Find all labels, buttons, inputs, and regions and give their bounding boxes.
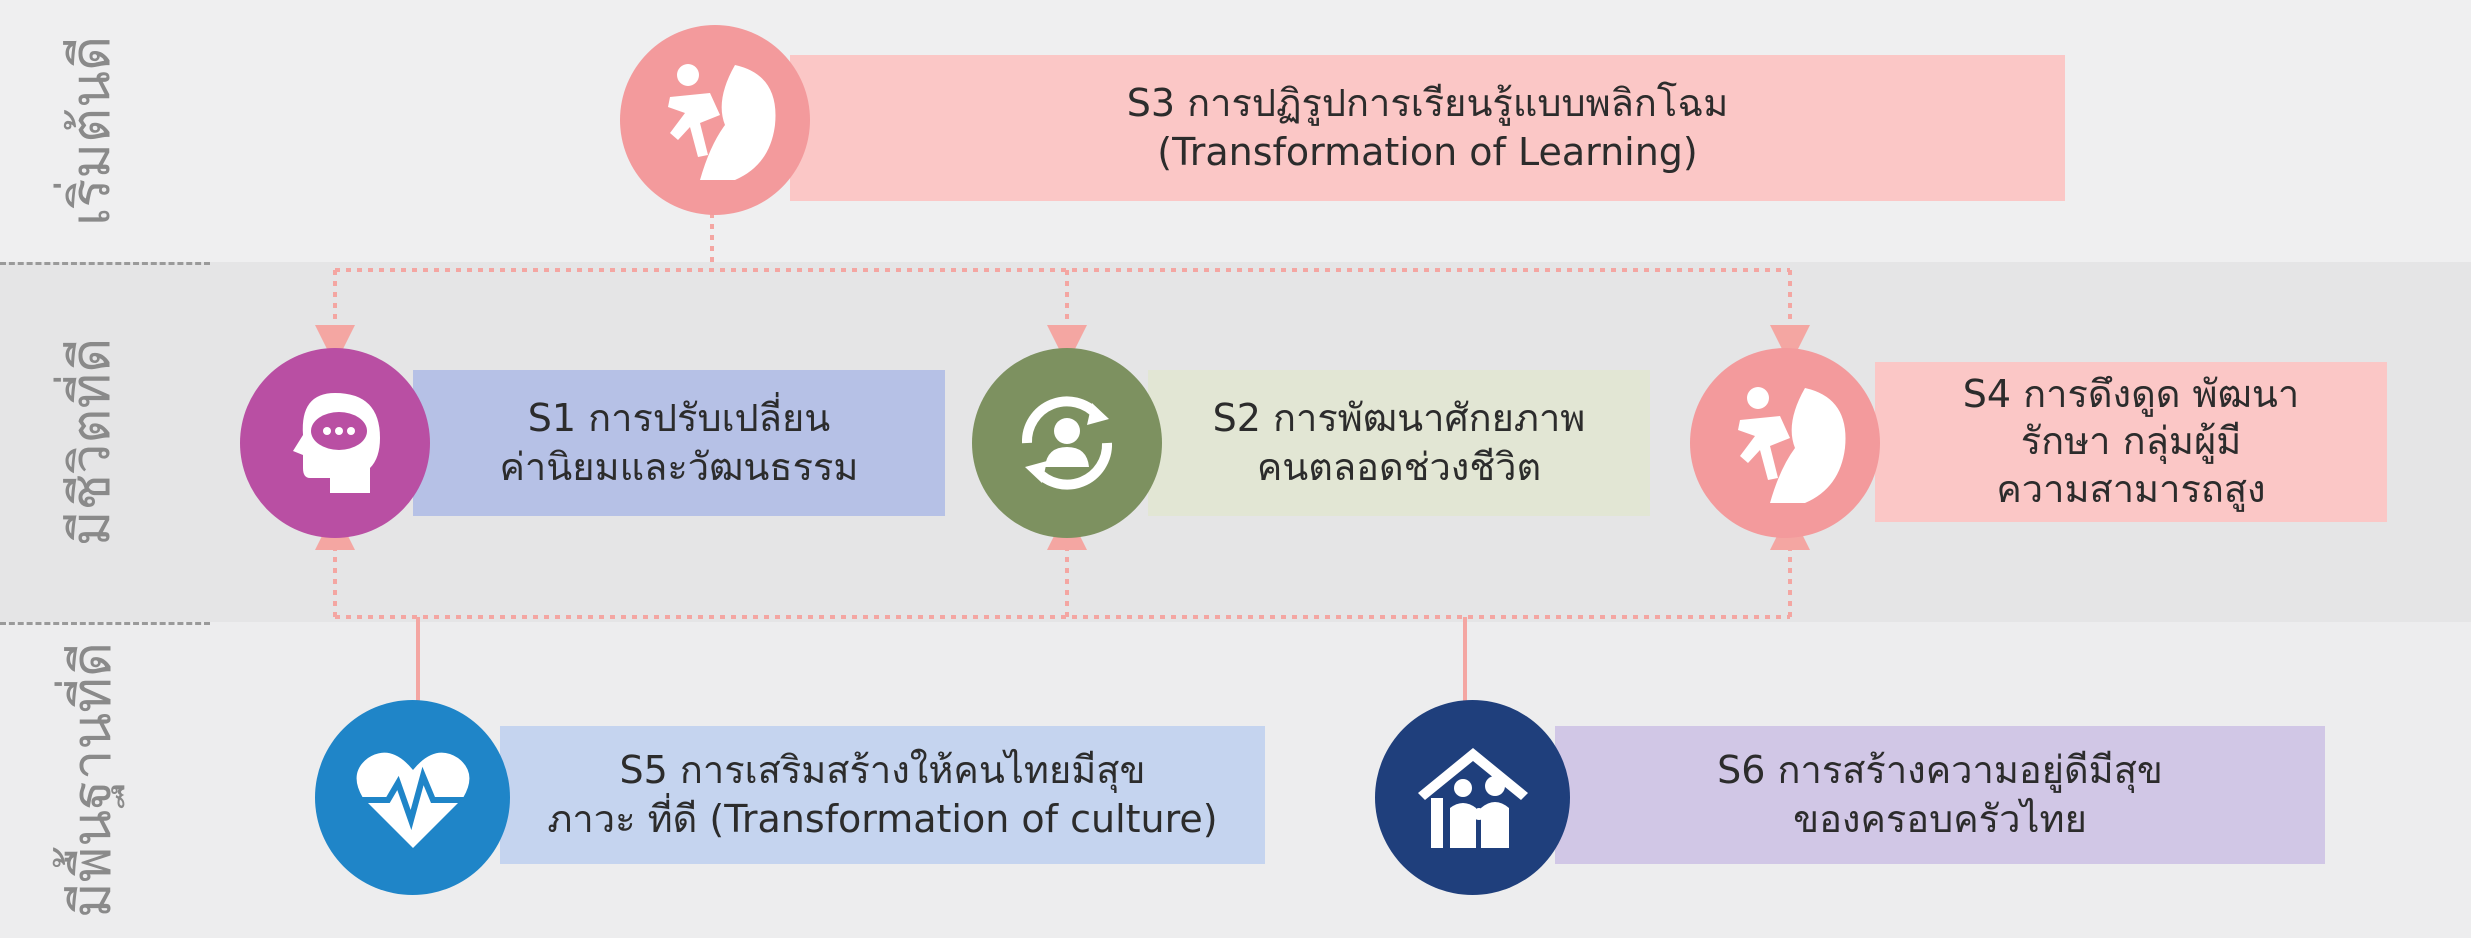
s2-circle bbox=[972, 348, 1162, 538]
s6-title: S6 การสร้างความอยู่ดีมีสุข bbox=[1717, 747, 2163, 792]
s1-title: S1 การปรับเปลี่ยน bbox=[527, 395, 831, 440]
s5-title: S5 การเสริมสร้างให้คนไทยมีสุข bbox=[619, 747, 1146, 792]
row-label-bottom-text: มีพื้นฐานที่ดี bbox=[59, 642, 123, 918]
s1-box: S1 การปรับเปลี่ยน ค่านิยมและวัฒนธรรม bbox=[413, 370, 945, 516]
s3-title: S3 การปฏิรูปการเรียนรู้แบบพลิกโฉม bbox=[1126, 80, 1729, 125]
s2-subtitle: คนตลอดช่วงชีวิต bbox=[1256, 445, 1542, 489]
running-figure-icon bbox=[668, 64, 776, 180]
row-label-bottom: มีพื้นฐานที่ดี bbox=[8, 622, 173, 938]
row-label-middle-text: มีชีวิตที่ดี bbox=[59, 337, 123, 547]
row-label-top: เริ่มต้นดี bbox=[8, 0, 173, 262]
heartbeat-icon bbox=[352, 752, 473, 848]
s5-subtitle: ภาวะ ที่ดี (Transformation of culture) bbox=[547, 797, 1218, 841]
s6-box: S6 การสร้างความอยู่ดีมีสุข ของครอบครัวไท… bbox=[1555, 726, 2325, 864]
row-label-top-text: เริ่มต้นดี bbox=[59, 35, 123, 227]
s4-circle bbox=[1690, 348, 1880, 538]
s1-subtitle: ค่านิยมและวัฒนธรรม bbox=[499, 445, 859, 489]
s3-circle bbox=[620, 25, 810, 215]
person-cycle-icon bbox=[1021, 396, 1113, 490]
head-speech-bubble-icon bbox=[293, 393, 380, 493]
s6-subtitle: ของครอบครัวไทย bbox=[1793, 797, 2087, 841]
row-label-middle: มีชีวิตที่ดี bbox=[8, 262, 173, 622]
running-figure-icon bbox=[1738, 387, 1846, 503]
s3-box: S3 การปฏิรูปการเรียนรู้แบบพลิกโฉม (Trans… bbox=[790, 55, 2065, 201]
s1-circle bbox=[240, 348, 430, 538]
s2-box: S2 การพัฒนาศักยภาพ คนตลอดช่วงชีวิต bbox=[1148, 370, 1650, 516]
s4-subtitle-2: ความสามารถสูง bbox=[1996, 466, 2266, 511]
s4-box: S4 การดึงดูด พัฒนา รักษา กลุ่มผู้มี ความ… bbox=[1875, 362, 2387, 522]
family-house-icon bbox=[1417, 747, 1528, 848]
s5-box: S5 การเสริมสร้างให้คนไทยมีสุข ภาวะ ที่ดี… bbox=[500, 726, 1265, 864]
row-divider-bottom bbox=[0, 622, 210, 625]
s4-subtitle-1: รักษา กลุ่มผู้มี bbox=[2020, 419, 2242, 464]
s4-title: S4 การดึงดูด พัฒนา bbox=[1962, 371, 2300, 416]
s2-title: S2 การพัฒนาศักยภาพ bbox=[1212, 395, 1586, 440]
s6-circle bbox=[1375, 700, 1570, 895]
s5-circle bbox=[315, 700, 510, 895]
row-divider-top bbox=[0, 262, 210, 265]
s3-subtitle: (Transformation of Learning) bbox=[1157, 130, 1698, 174]
